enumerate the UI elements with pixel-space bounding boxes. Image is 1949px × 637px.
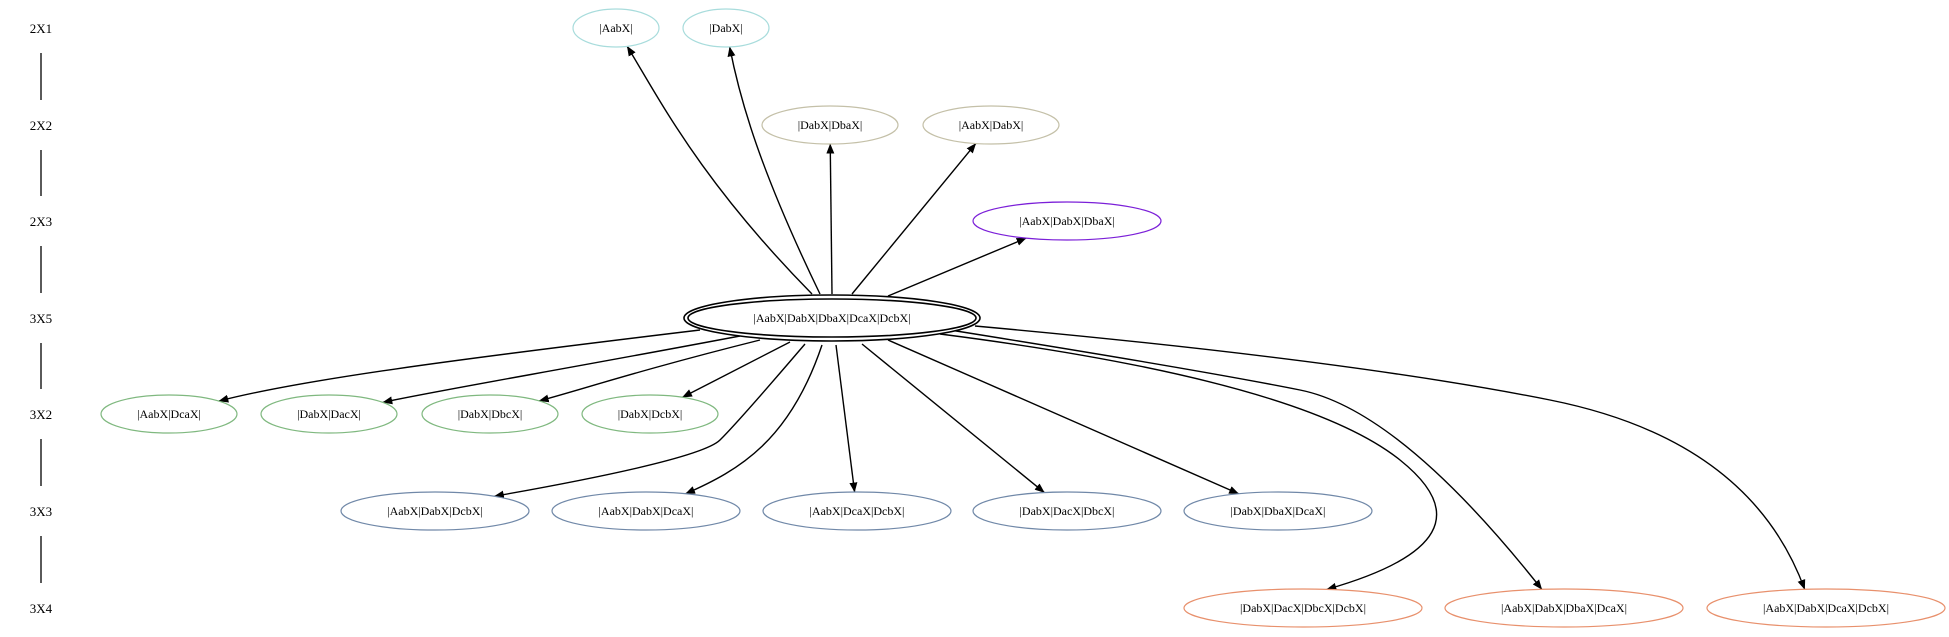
rank-label-2x2: 2X2 (30, 118, 52, 133)
rank-label-2x3: 2X3 (30, 214, 52, 229)
node-label: |DabX|DbcX| (458, 407, 523, 421)
node-ellipse (762, 491, 952, 531)
node-label: |AabX|DabX|DbaX|DcaX| (1501, 601, 1627, 615)
node-ellipse (551, 491, 741, 531)
node-label: |AabX|DabX|DbaX| (1019, 214, 1115, 228)
node-label: |AabX|DabX|DcbX| (387, 504, 483, 518)
edge-root-to-dab_dba_dca (887, 339, 1240, 495)
edge-root-to-aab_dab_dcb (493, 343, 806, 499)
rank-label-3x5: 3X5 (30, 311, 52, 326)
node-label: |AabX|DabX|DcaX|DcbX| (1763, 601, 1889, 615)
edge-root-to-dab_dac (382, 335, 741, 405)
node-ellipse (581, 394, 719, 434)
rank-label-2x1: 2X1 (30, 21, 52, 36)
edge-root-to-dab_dbc (538, 339, 761, 403)
node-label: |DabX|DacX|DbcX|DcbX| (1240, 601, 1366, 615)
node-aabx-dabx-dbax[interactable]: |AabX|DabX|DbaX| (972, 201, 1162, 241)
edge-root-to-dab_dba (826, 143, 835, 295)
node-dabx-dbax-dcax[interactable]: |DabX|DbaX|DcaX| (1183, 491, 1373, 531)
edge-root-to-dab_dac_dbc (861, 343, 1045, 494)
node-aabx-dabx-dcax-dcbx[interactable]: |AabX|DabX|DcaX|DcbX| (1706, 588, 1946, 628)
node-aabx-dabx-dbax-dcax-dcbx[interactable]: |AabX|DabX|DbaX|DcaX|DcbX| (683, 294, 981, 342)
edge-root-to-dab (727, 46, 821, 295)
edge-root-to-aab_dca (218, 329, 701, 403)
node-label: |AabX|DcaX|DcbX| (810, 504, 905, 518)
edge-root-to-aab (626, 45, 813, 295)
rank-label-3x3: 3X3 (30, 504, 52, 519)
node-aabx[interactable]: |AabX| (572, 8, 660, 48)
node-label: |AabX|DabX| (959, 118, 1024, 132)
node-aabx-dabx[interactable]: |AabX|DabX| (922, 105, 1060, 145)
node-label: |DabX|DbaX| (798, 118, 863, 132)
node-ellipse (260, 394, 398, 434)
edge-root-to-aab_dca_dcb (835, 344, 858, 493)
edge-root-to-dab_dac_dbc_dcb (939, 333, 1438, 591)
node-aabx-dabx-dbax-dcax[interactable]: |AabX|DabX|DbaX|DcaX| (1444, 588, 1684, 628)
node-ellipse (687, 298, 977, 338)
node-aabx-dabx-dcbx[interactable]: |AabX|DabX|DcbX| (340, 491, 530, 531)
node-label: |AabX| (599, 21, 632, 35)
node-ellipse (761, 105, 899, 145)
node-ellipse (1183, 588, 1423, 628)
node-ellipse (922, 105, 1060, 145)
node-ellipse (421, 394, 559, 434)
node-aabx-dcax-dcbx[interactable]: |AabX|DcaX|DcbX| (762, 491, 952, 531)
node-dabx-dacx-dbcx-dcbx[interactable]: |DabX|DacX|DbcX|DcbX| (1183, 588, 1423, 628)
node-dabx-dbcx[interactable]: |DabX|DbcX| (421, 394, 559, 434)
edge-root-to-aab_dab_dba (887, 237, 1027, 297)
edge-root-to-dab_dcb (682, 341, 791, 398)
node-ellipse (572, 8, 660, 48)
node-label: |AabX|DabX|DbaX|DcaX|DcbX| (753, 311, 910, 325)
node-ellipse (972, 201, 1162, 241)
node-ellipse (972, 491, 1162, 531)
node-aabx-dabx-dcax[interactable]: |AabX|DabX|DcaX| (551, 491, 741, 531)
node-ellipse (1183, 491, 1373, 531)
node-dabx-dacx[interactable]: |DabX|DacX| (260, 394, 398, 434)
node-label: |DabX| (709, 21, 742, 35)
node-ellipse (100, 394, 238, 434)
node-label: |AabX|DcaX| (137, 407, 201, 421)
edge-root-to-aab_dab_dca (685, 344, 823, 495)
node-ellipse (1444, 588, 1684, 628)
rank-label-3x2: 3X2 (30, 407, 52, 422)
edges-layer (218, 45, 1806, 591)
edge-root-to-aab_dab_dca_dcb (974, 325, 1806, 590)
node-dabx[interactable]: |DabX| (682, 8, 770, 48)
edge-root-to-aab_dab_dba_dca (949, 329, 1543, 590)
node-label: |DabX|DcbX| (618, 407, 683, 421)
nodes-layer: |AabX| |DabX| |DabX|DbaX| |AabX|DabX| |AabX|… (100, 8, 1946, 628)
node-ellipse (1706, 588, 1946, 628)
rank-label-3x4: 3X4 (30, 601, 53, 616)
node-aabx-dcax[interactable]: |AabX|DcaX| (100, 394, 238, 434)
node-label: |DabX|DacX| (297, 407, 361, 421)
node-dabx-dacx-dbcx[interactable]: |DabX|DacX|DbcX| (972, 491, 1162, 531)
node-ellipse (682, 8, 770, 48)
node-ellipse (340, 491, 530, 531)
node-label: |DabX|DbaX|DcaX| (1231, 504, 1326, 518)
node-dabx-dcbx[interactable]: |DabX|DcbX| (581, 394, 719, 434)
node-label: |DabX|DacX|DbcX| (1020, 504, 1115, 518)
node-dabx-dbax[interactable]: |DabX|DbaX| (761, 105, 899, 145)
node-label: |AabX|DabX|DcaX| (599, 504, 694, 518)
edge-root-to-aab_dab (851, 143, 977, 295)
rank-column: 2X1 2X2 2X3 3X5 3X2 3X3 3X4 (30, 21, 53, 616)
